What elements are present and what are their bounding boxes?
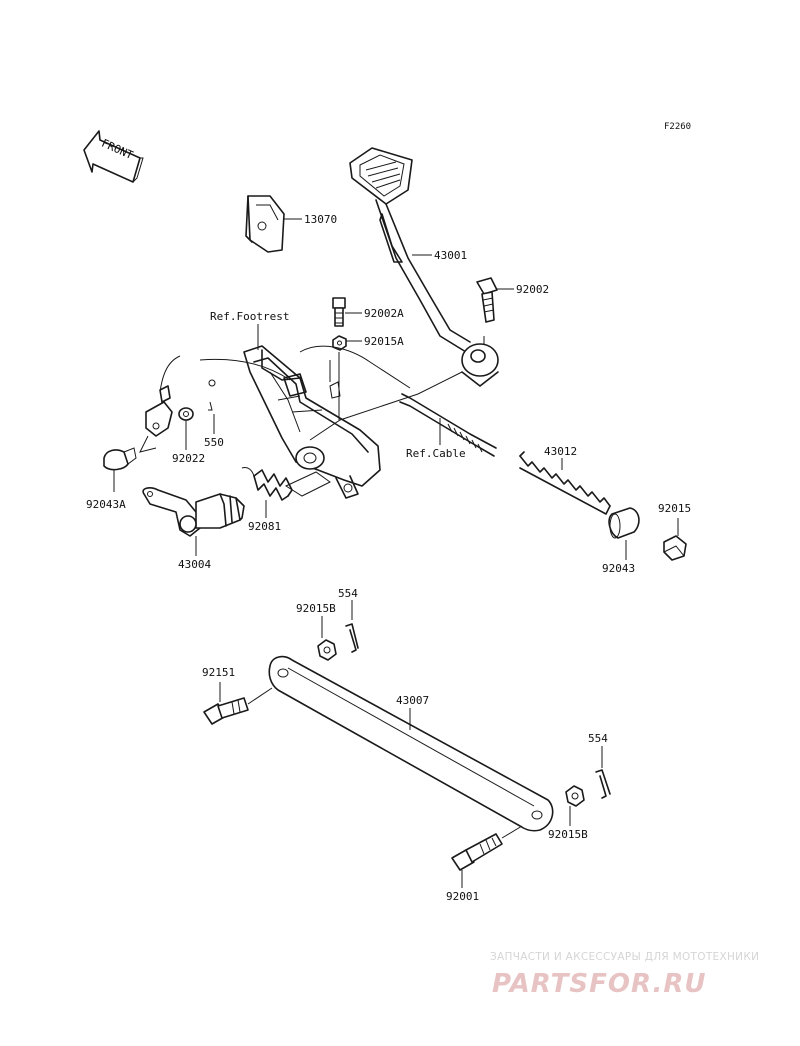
label-92022: 92022 <box>172 452 205 465</box>
part-43004-shaft-lever <box>142 487 245 556</box>
part-92015a-nut <box>332 335 362 351</box>
figure-code: F2260 <box>664 122 691 132</box>
label-43001: 43001 <box>434 249 467 262</box>
label-92015b-bottom: 92015B <box>548 828 588 841</box>
part-554-cotter-pin-bottom <box>595 746 611 799</box>
part-92001-bolt <box>451 825 523 888</box>
label-92015a: 92015A <box>364 335 404 348</box>
front-arrow-label: FRONT <box>100 137 136 162</box>
label-92043: 92043 <box>602 562 635 575</box>
ref-cable <box>399 393 497 457</box>
label-550: 550 <box>204 436 224 449</box>
label-92002: 92002 <box>516 283 549 296</box>
part-92002-bolt <box>476 277 514 323</box>
part-92002a-bolt <box>332 297 362 327</box>
label-92043a: 92043A <box>86 498 126 511</box>
part-92043-pin <box>608 507 640 560</box>
part-92015b-nut-top <box>317 616 337 661</box>
part-43001-brake-pedal <box>349 147 499 387</box>
label-92001: 92001 <box>446 890 479 903</box>
part-92081-spring <box>241 467 293 518</box>
part-92015b-nut-bottom <box>565 785 585 826</box>
part-554-cotter-pin-top <box>345 600 359 653</box>
label-554-top: 554 <box>338 587 358 600</box>
part-92015-nut <box>663 518 687 561</box>
part-13070-bracket <box>245 195 302 253</box>
part-550-clip <box>208 401 215 434</box>
alignment-lines <box>159 336 485 497</box>
label-554-bottom: 554 <box>588 732 608 745</box>
label-43007: 43007 <box>396 694 429 707</box>
part-92022-washer <box>178 379 216 450</box>
part-92043a-cap <box>103 447 137 492</box>
label-ref-footrest: Ref.Footrest <box>210 310 289 323</box>
label-92015: 92015 <box>658 502 691 515</box>
label-92081: 92081 <box>248 520 281 533</box>
front-arrow-icon: FRONT <box>83 130 144 183</box>
label-92015b-top: 92015B <box>296 602 336 615</box>
label-43004: 43004 <box>178 558 211 571</box>
part-43012-spring <box>519 451 611 515</box>
label-43012: 43012 <box>544 445 577 458</box>
label-92002a: 92002A <box>364 307 404 320</box>
label-13070: 13070 <box>304 213 337 226</box>
watermark-tagline: ЗАПЧАСТИ И АКСЕССУАРЫ ДЛЯ МОТОТЕХНИКИ <box>490 951 759 963</box>
label-ref-cable: Ref.Cable <box>406 447 466 460</box>
part-92151-bolt <box>203 682 273 725</box>
part-brake-switch <box>139 385 173 453</box>
footrest-bracket-assembly <box>243 345 381 499</box>
label-92151: 92151 <box>202 666 235 679</box>
part-43007-rod <box>268 655 554 832</box>
watermark-logo: PARTSFOR.RU <box>492 969 706 999</box>
